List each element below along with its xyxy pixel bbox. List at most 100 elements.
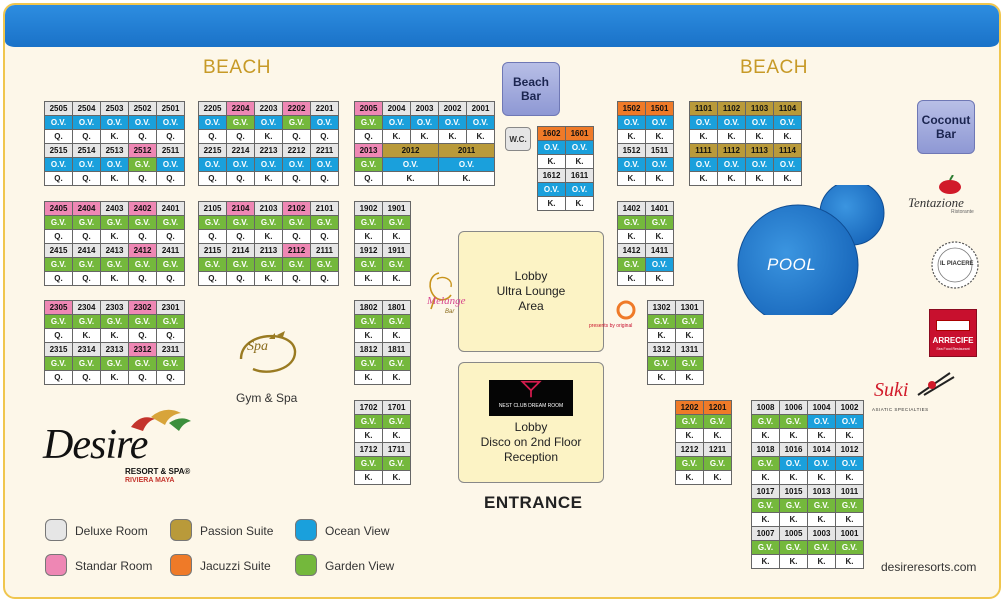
- room-number-cell[interactable]: 1512: [617, 143, 646, 158]
- room-number-cell[interactable]: 1702: [354, 400, 383, 415]
- room-number-cell[interactable]: 2515: [44, 143, 73, 158]
- room-number-cell[interactable]: 2405: [44, 201, 73, 216]
- room-number-cell[interactable]: 1911: [382, 243, 411, 258]
- room-number-cell[interactable]: 2205: [198, 101, 227, 116]
- room-number-cell[interactable]: 1003: [807, 526, 836, 541]
- room-number-cell[interactable]: 2413: [100, 243, 129, 258]
- room-number-cell[interactable]: 1112: [717, 143, 746, 158]
- room-number-cell[interactable]: 1302: [647, 300, 676, 315]
- room-number-cell[interactable]: 1812: [354, 342, 383, 357]
- room-number-cell[interactable]: 1012: [835, 442, 864, 457]
- room-number-cell[interactable]: 1212: [675, 442, 704, 457]
- room-number-cell[interactable]: 2404: [72, 201, 101, 216]
- room-number-cell[interactable]: 2411: [156, 243, 185, 258]
- room-number-cell[interactable]: 1402: [617, 201, 646, 216]
- room-number-cell[interactable]: 2212: [282, 143, 311, 158]
- room-number-cell[interactable]: 2315: [44, 342, 73, 357]
- room-number-cell[interactable]: 1007: [751, 526, 780, 541]
- room-number-cell[interactable]: 2414: [72, 243, 101, 258]
- room-number-cell[interactable]: 2202: [282, 101, 311, 116]
- coconut-bar[interactable]: Coconut Bar: [917, 100, 975, 154]
- room-number-cell[interactable]: 1602: [537, 126, 566, 141]
- room-number-cell[interactable]: 2001: [466, 101, 495, 116]
- room-number-cell[interactable]: 2105: [198, 201, 227, 216]
- room-number-cell[interactable]: 1712: [354, 442, 383, 457]
- original-logo[interactable]: presents by original: [589, 299, 645, 339]
- room-number-cell[interactable]: 2314: [72, 342, 101, 357]
- room-number-cell[interactable]: 2403: [100, 201, 129, 216]
- room-number-cell[interactable]: 2214: [226, 143, 255, 158]
- room-number-cell[interactable]: 2114: [226, 243, 255, 258]
- room-number-cell[interactable]: 1008: [751, 400, 780, 415]
- room-number-cell[interactable]: 1001: [835, 526, 864, 541]
- room-number-cell[interactable]: 1211: [703, 442, 732, 457]
- room-number-cell[interactable]: 2113: [254, 243, 283, 258]
- room-number-cell[interactable]: 1104: [773, 101, 802, 116]
- room-number-cell[interactable]: 2215: [198, 143, 227, 158]
- website-link[interactable]: desireresorts.com: [881, 560, 977, 574]
- room-number-cell[interactable]: 2303: [100, 300, 129, 315]
- room-number-cell[interactable]: 2112: [282, 243, 311, 258]
- room-number-cell[interactable]: 2115: [198, 243, 227, 258]
- room-number-cell[interactable]: 1501: [645, 101, 674, 116]
- room-number-cell[interactable]: 2103: [254, 201, 283, 216]
- room-number-cell[interactable]: 2213: [254, 143, 283, 158]
- room-number-cell[interactable]: 1411: [645, 243, 674, 258]
- tentazione-logo[interactable]: Tentazione Ristorante: [905, 175, 985, 217]
- room-number-cell[interactable]: 1902: [354, 201, 383, 216]
- room-number-cell[interactable]: 1502: [617, 101, 646, 116]
- arrecife-logo[interactable]: ARRECIFE Sea Food Restaurant: [929, 309, 977, 357]
- room-number-cell[interactable]: 1014: [807, 442, 836, 457]
- room-number-cell[interactable]: 1301: [675, 300, 704, 315]
- room-number-cell[interactable]: 1601: [565, 126, 594, 141]
- room-number-cell[interactable]: 1015: [779, 484, 808, 499]
- room-number-cell[interactable]: 2005: [354, 101, 383, 116]
- wc-marker[interactable]: W.C.: [505, 127, 531, 151]
- room-number-cell[interactable]: 1901: [382, 201, 411, 216]
- room-number-cell[interactable]: 2211: [310, 143, 339, 158]
- room-number-cell[interactable]: 2502: [128, 101, 157, 116]
- room-number-cell[interactable]: 2013: [354, 143, 383, 158]
- room-number-cell[interactable]: 2101: [310, 201, 339, 216]
- room-number-cell[interactable]: 2504: [72, 101, 101, 116]
- room-number-cell[interactable]: 1101: [689, 101, 718, 116]
- room-number-cell[interactable]: 1011: [835, 484, 864, 499]
- room-number-cell[interactable]: 2102: [282, 201, 311, 216]
- room-number-cell[interactable]: 1412: [617, 243, 646, 258]
- room-number-cell[interactable]: 1811: [382, 342, 411, 357]
- room-number-cell[interactable]: 2301: [156, 300, 185, 315]
- room-number-cell[interactable]: 2313: [100, 342, 129, 357]
- melange-bar-logo[interactable]: Melange Bar: [423, 271, 467, 333]
- room-number-cell[interactable]: 2203: [254, 101, 283, 116]
- room-number-cell[interactable]: 1611: [565, 168, 594, 183]
- room-number-cell[interactable]: 2514: [72, 143, 101, 158]
- room-number-cell[interactable]: 1801: [382, 300, 411, 315]
- room-number-cell[interactable]: 1002: [835, 400, 864, 415]
- lobby-reception[interactable]: NEST CLUB DREAM ROOM Lobby Disco on 2nd …: [458, 362, 604, 483]
- room-number-cell[interactable]: 1004: [807, 400, 836, 415]
- room-number-cell[interactable]: 2011: [438, 143, 495, 158]
- room-number-cell[interactable]: 1511: [645, 143, 674, 158]
- room-number-cell[interactable]: 2503: [100, 101, 129, 116]
- room-number-cell[interactable]: 2401: [156, 201, 185, 216]
- room-number-cell[interactable]: 2305: [44, 300, 73, 315]
- room-number-cell[interactable]: 2311: [156, 342, 185, 357]
- room-number-cell[interactable]: 2412: [128, 243, 157, 258]
- room-number-cell[interactable]: 2201: [310, 101, 339, 116]
- room-number-cell[interactable]: 2304: [72, 300, 101, 315]
- beach-bar[interactable]: Beach Bar: [502, 62, 560, 116]
- room-number-cell[interactable]: 1711: [382, 442, 411, 457]
- suki-logo[interactable]: Suki ASIATIC SPECIALTIES: [870, 371, 966, 417]
